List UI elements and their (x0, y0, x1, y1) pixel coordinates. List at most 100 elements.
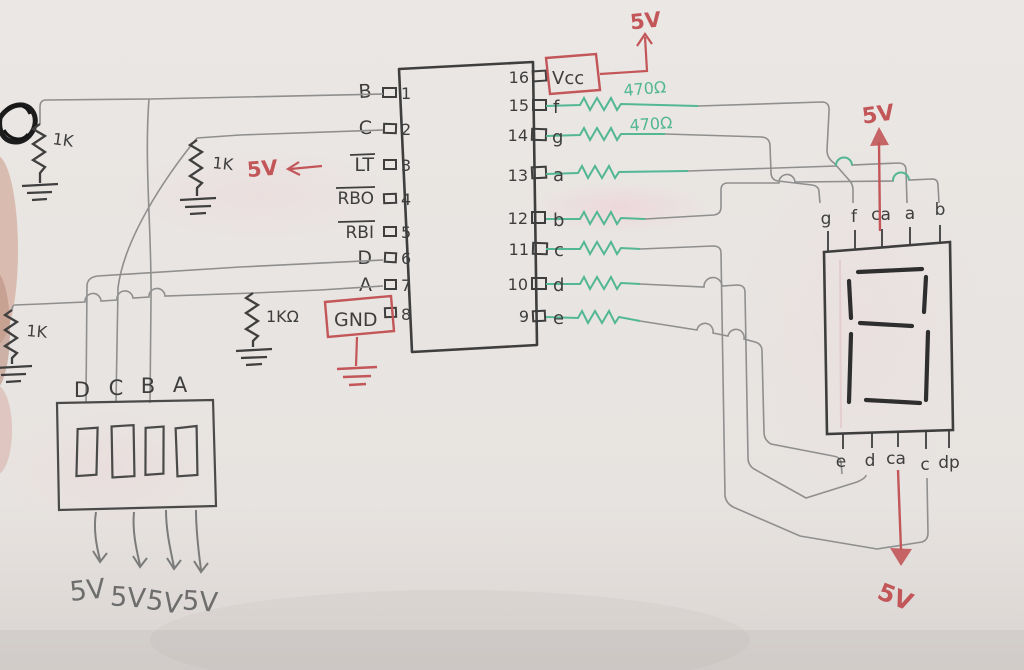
pin-number: 13 (508, 166, 528, 185)
pin-number: 5 (401, 223, 411, 242)
up-arrow-icon (636, 32, 653, 47)
segment-d (863, 397, 923, 406)
pin-number: 15 (509, 96, 529, 115)
down-arrowhead-icon (890, 548, 912, 566)
pin-label-gnd: GND (334, 309, 378, 331)
resistor-a (545, 163, 689, 181)
resistor-label: 1K (51, 129, 75, 151)
resistor-470-f (545, 95, 699, 113)
resistor-b (546, 209, 646, 227)
pin-label-vcc: Vcc (552, 68, 584, 89)
display-pin-ca-bottom: ca (886, 449, 906, 469)
person-edge-artifact (0, 102, 38, 474)
wire-d-seg (639, 276, 867, 499)
pin-number: 2 (401, 120, 411, 139)
left-arrowhead (285, 161, 301, 176)
ic-left-pin-squares (382, 87, 398, 319)
resistor-1k-c (187, 139, 205, 196)
display-body (822, 240, 955, 436)
pin-label-d: d (553, 275, 564, 296)
resistor-label: 1K (212, 153, 235, 174)
rail-5v: 5V (181, 585, 219, 618)
dip-switch-pin-labels: D C B A (74, 373, 188, 402)
segment-a (855, 266, 925, 275)
marker-bleed (839, 259, 842, 429)
resistor-label: 1KΩ (266, 307, 299, 326)
pin-number: 7 (401, 276, 411, 295)
pin-label-c: C (359, 117, 372, 139)
display-bottom-pin-labels: e d ca c dp (836, 449, 960, 475)
resistor-label-470f: 470Ω (623, 77, 667, 100)
display-pin-f: f (851, 207, 858, 227)
pin-label-e: e (553, 308, 564, 329)
active-low-overlines (335, 153, 376, 223)
resistor-1k-a-left (2, 309, 20, 364)
ground-symbol (21, 182, 59, 202)
display-pin-a: a (905, 204, 915, 224)
pull-resistors (0, 123, 273, 384)
display-top-5v-label: 5V (860, 100, 896, 129)
resistor-e (545, 308, 641, 326)
display-pin-dp: dp (938, 453, 960, 473)
pin-number: 10 (508, 275, 528, 294)
pin-label-b: B (358, 80, 373, 103)
pin-label-c: c (554, 240, 564, 261)
wire-f (697, 101, 854, 203)
seven-segment-display: g f ca a b e d ca c dp 5V 5V (821, 100, 960, 616)
decoder-ic: 1 2 3 4 5 6 7 8 16 15 14 13 12 11 10 9 B… (246, 7, 663, 387)
dip-switch: D C B A 5V 5V 5V 5V (55, 373, 219, 621)
wire-g (664, 133, 821, 204)
ground-symbol (235, 347, 273, 367)
pin-number: 11 (509, 240, 529, 259)
ic-left-pin-labels: B C LT RBO RBI D A (337, 80, 374, 296)
gnd-annotation: GND (323, 294, 396, 387)
display-pin-b: b (935, 200, 946, 220)
resistor-470-g (545, 125, 665, 143)
wire-hop (892, 171, 910, 182)
pin-number: 9 (519, 307, 529, 326)
pink-smudge (120, 150, 400, 240)
ground-symbol (0, 364, 33, 384)
wire-a (11, 285, 384, 311)
wire-d (85, 259, 384, 404)
rail-5v: 5V (68, 573, 107, 608)
display-pin-c: c (920, 455, 929, 475)
pin-number: 14 (508, 126, 528, 145)
wire-b-seg (644, 171, 940, 220)
resistor-label-470g: 470Ω (629, 113, 673, 135)
pink-smudge (0, 410, 220, 530)
pin-label-f: f (553, 97, 560, 118)
ic-right-pin-labels: f g a b c d e (552, 97, 564, 329)
shadow-smudge (150, 590, 750, 670)
vcc-annotation: Vcc 5V (544, 7, 663, 96)
pin-label-rbo: RBO (337, 189, 374, 209)
vcc-5v-label: 5V (629, 7, 663, 34)
pin-number: 8 (401, 305, 411, 324)
display-segments (846, 266, 931, 406)
resistor-c (546, 239, 641, 257)
up-arrowhead-icon (870, 127, 889, 146)
wire-b (39, 93, 384, 124)
vcc-box (544, 52, 602, 96)
wire-c (196, 129, 384, 139)
display-pin-e: e (836, 452, 846, 472)
pin-label-a: A (359, 274, 372, 296)
wire-c-branch (115, 137, 198, 404)
pin-label-d: D (357, 247, 372, 269)
dip-switch-5v-arrows (92, 509, 209, 574)
wire-c-seg (639, 245, 929, 550)
pin-label-lt: LT (354, 154, 374, 176)
wire-hop (835, 156, 853, 167)
lt-5v-label: 5V (246, 155, 280, 182)
dip-label-d: D (74, 378, 90, 402)
pin-number: 4 (401, 190, 411, 209)
display-top-5v: 5V (860, 100, 896, 232)
display-pin-d: d (865, 451, 876, 471)
pin-label-a: a (553, 165, 564, 186)
dip-label-a: A (173, 373, 188, 397)
pin-number: 12 (508, 209, 528, 228)
rail-5v: 5V (144, 585, 185, 621)
pin-number: 6 (401, 249, 411, 268)
vcc-5v-wire (599, 36, 649, 76)
